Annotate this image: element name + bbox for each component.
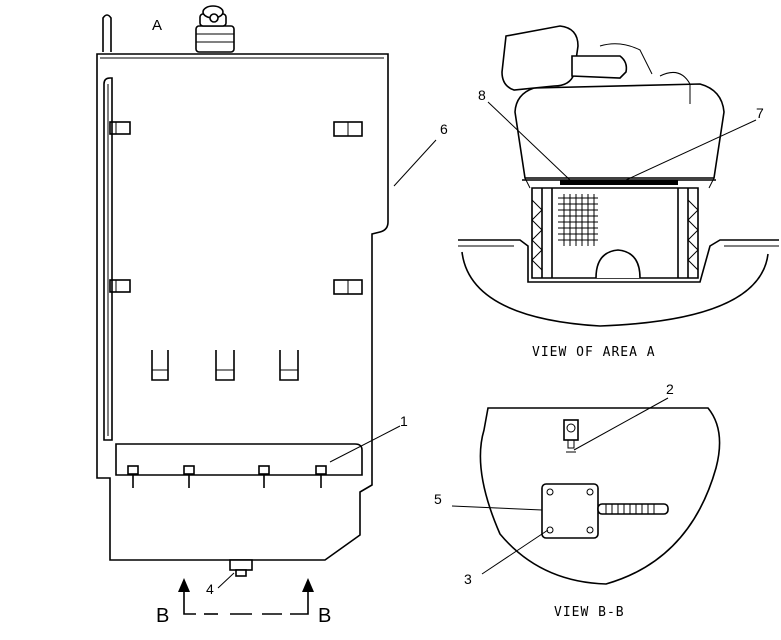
view-area-a — [458, 25, 779, 327]
callout-3: 3 — [464, 571, 472, 587]
side-rail — [103, 77, 113, 441]
callout-1: 1 — [400, 413, 408, 429]
callout-8: 8 — [478, 87, 486, 103]
callout-4: 4 — [206, 581, 214, 597]
view-b-b — [451, 397, 721, 585]
section-label-b-left: B — [156, 605, 169, 627]
section-label-b-right: B — [318, 605, 331, 627]
caption-view-area-a: VIEW OF AREA A — [532, 345, 656, 360]
filler-cap — [195, 5, 235, 53]
callout-6: 6 — [440, 121, 448, 137]
caption-view-b-b: VIEW B-B — [554, 605, 625, 620]
tank-side-view — [96, 5, 437, 615]
section-arrows — [178, 578, 314, 615]
callout-2: 2 — [666, 381, 674, 397]
label-area-a: A — [152, 17, 162, 34]
filler-pipe — [102, 14, 112, 52]
callout-5: 5 — [434, 491, 442, 507]
callout-7: 7 — [756, 105, 764, 121]
bolts — [127, 465, 327, 488]
tank-outline — [96, 53, 389, 561]
filter-mesh — [558, 194, 598, 246]
drain-plug — [229, 559, 253, 577]
